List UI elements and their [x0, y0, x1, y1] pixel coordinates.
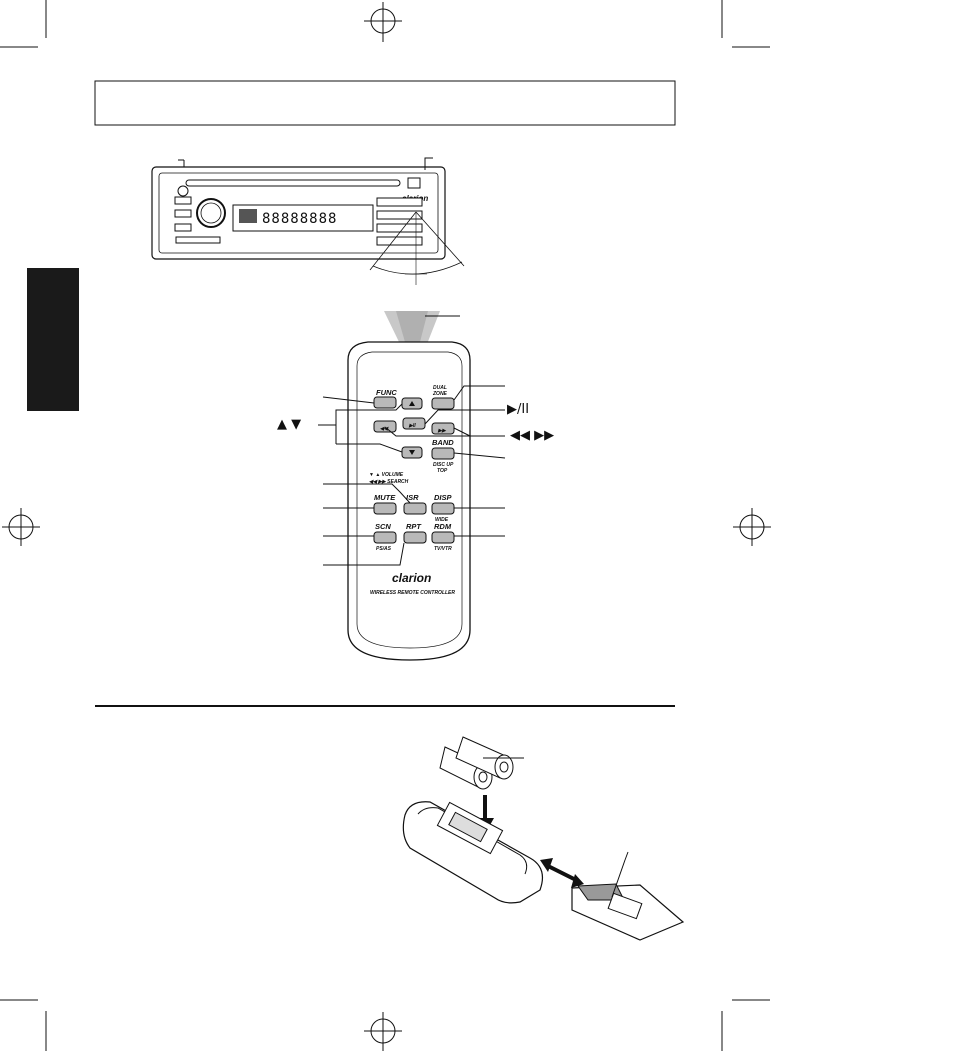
battery-illustration [402, 736, 685, 941]
head-unit-ir-receiver [407, 177, 421, 189]
remote-isr-button [403, 502, 427, 515]
remote-scn-label: SCN [375, 522, 391, 531]
registration-mark-left [2, 508, 40, 546]
ir-beam [384, 311, 460, 344]
remote-dual-zone-button [431, 397, 455, 410]
remote-rdm-button [431, 531, 455, 544]
remote-rdm-sub: TV/VTR [434, 546, 452, 552]
remote-subtitle: WIRELESS REMOTE CONTROLLER [370, 590, 455, 596]
remote-rdm-label: RDM [434, 522, 452, 531]
head-unit-release-knob [177, 185, 189, 197]
remote-disp-button [431, 502, 455, 515]
crop-marks [0, 0, 770, 1051]
remote-rpt-label: RPT [406, 522, 422, 531]
remote-mute-label: MUTE [374, 493, 396, 502]
remote-scn-sub: PS/AS [376, 546, 392, 552]
aa-batteries-icon [439, 736, 524, 790]
remote-search-label: ◀◀ ▶▶ SEARCH [369, 479, 409, 485]
header-box [94, 80, 676, 126]
remote-isr-label: ISR [406, 493, 419, 502]
remote-func-label: FUNC [376, 388, 397, 397]
play-pause-symbol: ▶/II [507, 402, 530, 417]
up-down-symbols: ▲ ▼ [277, 417, 302, 432]
section-tab [27, 268, 79, 411]
remote-rewind-button [373, 420, 397, 433]
registration-mark-top [364, 2, 402, 42]
svg-text:▶▶: ▶▶ [437, 428, 447, 434]
remote-volume-label: ▼ ▲ VOLUME [369, 472, 404, 478]
head-unit: clarion 88888888 [151, 157, 465, 285]
remote-rpt-button [403, 531, 427, 544]
registration-mark-right [733, 508, 771, 546]
remote-scn-button [373, 531, 397, 544]
svg-text:◀◀: ◀◀ [380, 426, 389, 432]
registration-mark-bottom [364, 1012, 402, 1051]
svg-text:▶II: ▶II [408, 423, 416, 429]
rew-ff-symbols: ◀◀ ▶▶ [510, 428, 555, 443]
remote-func-button [373, 396, 397, 409]
remote-mute-button [373, 502, 397, 515]
remote-band-label: BAND [432, 438, 454, 447]
remote-disp-label: DISP [434, 493, 453, 502]
head-unit-display-digits: 88888888 [262, 211, 337, 227]
remote-band-button [431, 447, 455, 460]
remote-brand: clarion [392, 571, 431, 585]
remote-disp-sub: WIDE [435, 517, 449, 523]
callout-lines [318, 385, 506, 566]
